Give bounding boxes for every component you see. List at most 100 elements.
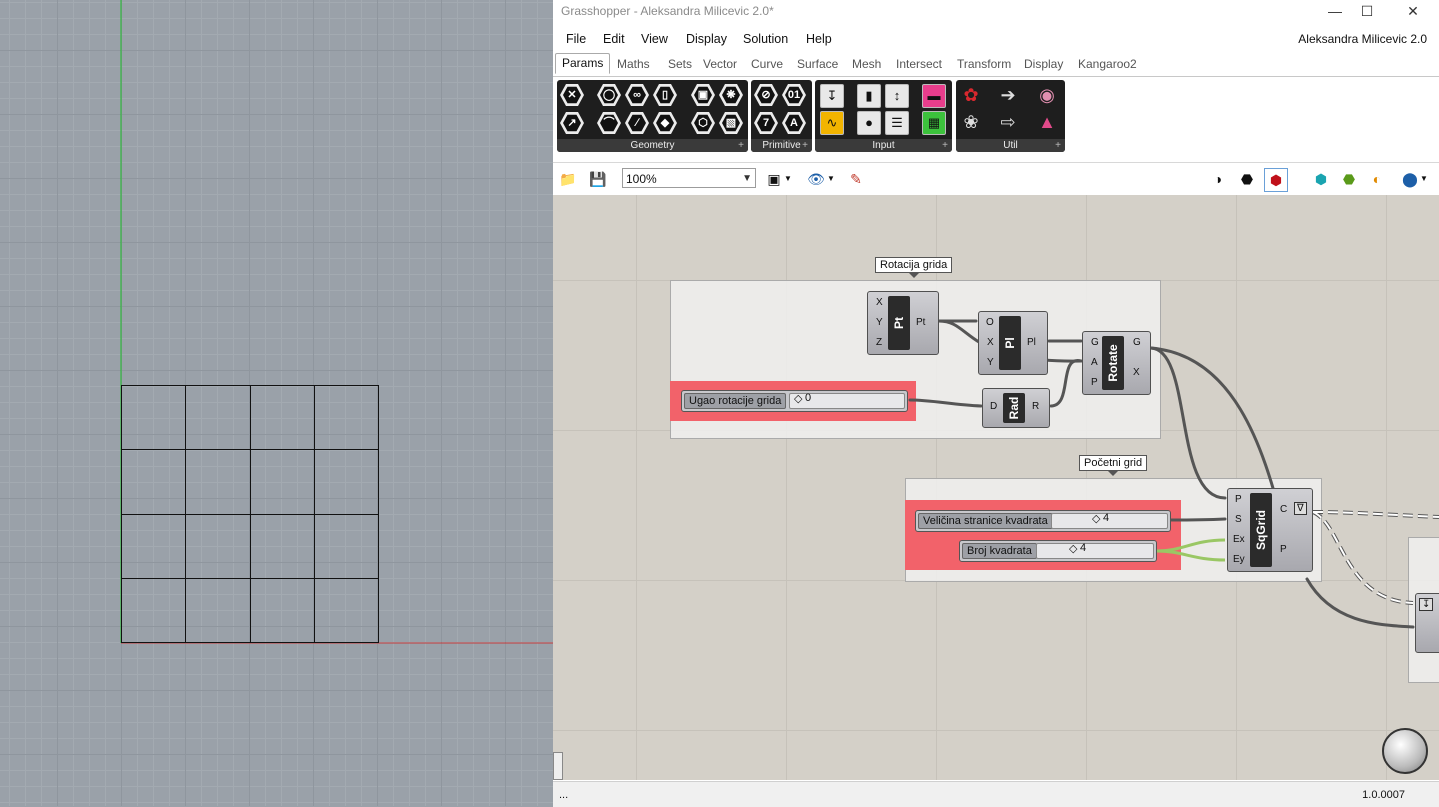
menu-edit[interactable]: Edit — [603, 32, 625, 46]
ribbon-group-label[interactable]: Input+ — [815, 139, 952, 152]
zoom-dropdown[interactable]: 100%▼ — [622, 168, 756, 188]
input-pin[interactable]: Ey — [1233, 554, 1245, 565]
mesh-settings-icon[interactable]: ⬢ — [1314, 171, 1328, 187]
text-param-icon[interactable]: A — [782, 111, 806, 135]
scrollbar-handle[interactable] — [553, 752, 563, 780]
output-pin[interactable]: Pl — [1027, 337, 1036, 348]
close-button[interactable]: ✕ — [1407, 3, 1419, 19]
tab-sets[interactable]: Sets — [668, 57, 693, 71]
preview-eye-icon[interactable]: 👁 — [807, 171, 825, 187]
menu-file[interactable]: File — [566, 32, 587, 46]
circle-param-icon[interactable]: ◯ — [597, 83, 621, 107]
input-pin[interactable]: Ex — [1233, 534, 1245, 545]
preview-wireframe-icon[interactable]: ◑ — [1213, 171, 1223, 187]
tab-intersect[interactable]: Intersect — [896, 57, 943, 71]
rhino-viewport[interactable] — [0, 0, 553, 806]
input-pin[interactable]: X — [987, 337, 994, 348]
slider-track[interactable] — [1051, 513, 1168, 529]
arc-param-icon[interactable]: ⌒ — [597, 111, 621, 135]
zoom-extents-icon[interactable]: ▣ — [767, 171, 781, 187]
number-param-icon[interactable]: 7 — [754, 111, 778, 135]
tree-icon[interactable]: ❀ — [963, 112, 979, 132]
radians-component[interactable]: D Rad R — [982, 388, 1050, 428]
minimize-button[interactable]: — — [1328, 3, 1342, 19]
ribbon-group-label[interactable]: Primitive+ — [751, 139, 812, 152]
fitness-icon[interactable]: ◉ — [1039, 85, 1055, 105]
preview-shaded-icon[interactable]: ⬣ — [1240, 171, 1254, 187]
slider-track[interactable] — [789, 393, 905, 409]
tab-curve[interactable]: Curve — [751, 57, 784, 71]
relay-arrow-icon[interactable]: ➔ — [1000, 85, 1016, 105]
input-pin[interactable]: Z — [876, 337, 883, 348]
input-pin[interactable]: P — [1235, 494, 1242, 505]
maximize-button[interactable]: ☐ — [1360, 3, 1374, 19]
rotate-component[interactable]: G A P Rotate G X — [1082, 331, 1151, 395]
panel-icon[interactable]: ▮ — [857, 84, 881, 108]
slider-handle-icon[interactable]: ◇ — [794, 393, 803, 405]
vector-param-icon[interactable]: ↗ — [560, 111, 584, 135]
navigation-orb-icon[interactable] — [1382, 728, 1428, 774]
expand-icon[interactable]: ↧ — [1419, 598, 1434, 611]
display-settings-icon[interactable]: ⬣ — [1342, 171, 1356, 187]
box-param-icon[interactable]: ▣ — [691, 83, 715, 107]
output-pin[interactable]: R — [1032, 401, 1040, 412]
flask-icon[interactable]: ▲ — [1038, 112, 1056, 132]
slider-track[interactable] — [1036, 543, 1154, 559]
input-pin[interactable]: G — [1091, 337, 1099, 348]
construct-plane-component[interactable]: O X Y Pl Pl — [978, 311, 1048, 375]
angle-slider[interactable]: Ugao rotacije grida ◇ 0 — [681, 390, 908, 412]
input-pin[interactable]: Y — [876, 317, 883, 328]
colour-swatch-icon[interactable]: ▦ — [922, 111, 946, 135]
button-icon[interactable]: ● — [857, 111, 881, 135]
input-pin[interactable]: X — [876, 297, 883, 308]
construct-point-component[interactable]: X Y Z Pt Pt — [867, 291, 939, 355]
input-pin[interactable]: A — [1091, 357, 1098, 368]
cherry-picker-icon[interactable]: ✿ — [963, 85, 979, 105]
output-pin[interactable]: Pt — [916, 317, 926, 328]
integer-param-icon[interactable]: 01 — [782, 83, 806, 107]
gradient-icon[interactable]: ▬ — [922, 84, 946, 108]
chevron-down-icon[interactable]: ▼ — [1420, 174, 1428, 183]
sketch-pen-icon[interactable]: ✎ — [850, 171, 862, 187]
menu-display[interactable]: Display — [686, 32, 727, 46]
ribbon-group-label[interactable]: Util+ — [956, 139, 1065, 152]
curve-param-icon[interactable]: ∞ — [625, 83, 649, 107]
tab-display[interactable]: Display — [1024, 57, 1064, 71]
value-list-icon[interactable]: ☰ — [885, 111, 909, 135]
size-slider[interactable]: Veličina stranice kvadrata ◇ 4 — [915, 510, 1171, 532]
count-slider[interactable]: Broj kvadrata ◇ 4 — [959, 540, 1157, 562]
output-pin[interactable]: X — [1133, 367, 1140, 378]
menu-view[interactable]: View — [641, 32, 668, 46]
chevron-down-icon[interactable]: ▼ — [827, 174, 835, 183]
mesh-param-icon[interactable]: ⬡ — [691, 111, 715, 135]
surface-param-icon[interactable]: ▯ — [653, 83, 677, 107]
output-pin[interactable]: C — [1280, 504, 1288, 515]
boolean-param-icon[interactable]: ⊘ — [754, 83, 778, 107]
line-param-icon[interactable]: ∕ — [625, 111, 649, 135]
tab-vector[interactable]: Vector — [703, 57, 738, 71]
material-icon[interactable]: ◐ — [1372, 171, 1382, 187]
number-slider-icon[interactable]: ↕ — [885, 84, 909, 108]
slider-handle-icon[interactable]: ◇ — [1092, 513, 1101, 525]
input-pin[interactable]: O — [986, 317, 994, 328]
input-pin[interactable]: P — [1091, 377, 1098, 388]
sphere-icon[interactable]: ⬤ — [1402, 171, 1418, 187]
menu-solution[interactable]: Solution — [743, 32, 789, 46]
input-pin[interactable]: D — [990, 401, 998, 412]
graph-mapper-icon[interactable]: ∿ — [820, 111, 844, 135]
flatten-icon[interactable]: ∇ — [1294, 502, 1307, 515]
tab-mesh[interactable]: Mesh — [852, 57, 882, 71]
input-pin[interactable]: S — [1235, 514, 1242, 525]
offscreen-component[interactable]: ↧ — [1415, 593, 1439, 653]
output-pin[interactable]: P — [1280, 544, 1287, 555]
menu-help[interactable]: Help — [806, 32, 832, 46]
save-icon[interactable]: 💾 — [589, 171, 607, 187]
tab-transform[interactable]: Transform — [957, 57, 1012, 71]
atom-param-icon[interactable]: ❋ — [719, 83, 743, 107]
square-grid-component[interactable]: P S Ex Ey SqGrid C ∇ P — [1227, 488, 1313, 572]
chevron-down-icon[interactable]: ▼ — [784, 174, 792, 183]
input-pin[interactable]: Y — [987, 357, 994, 368]
tab-params[interactable]: Params — [555, 53, 611, 74]
tab-maths[interactable]: Maths — [617, 57, 650, 71]
grasshopper-canvas[interactable]: Rotacija grida Početni grid — [553, 195, 1439, 780]
